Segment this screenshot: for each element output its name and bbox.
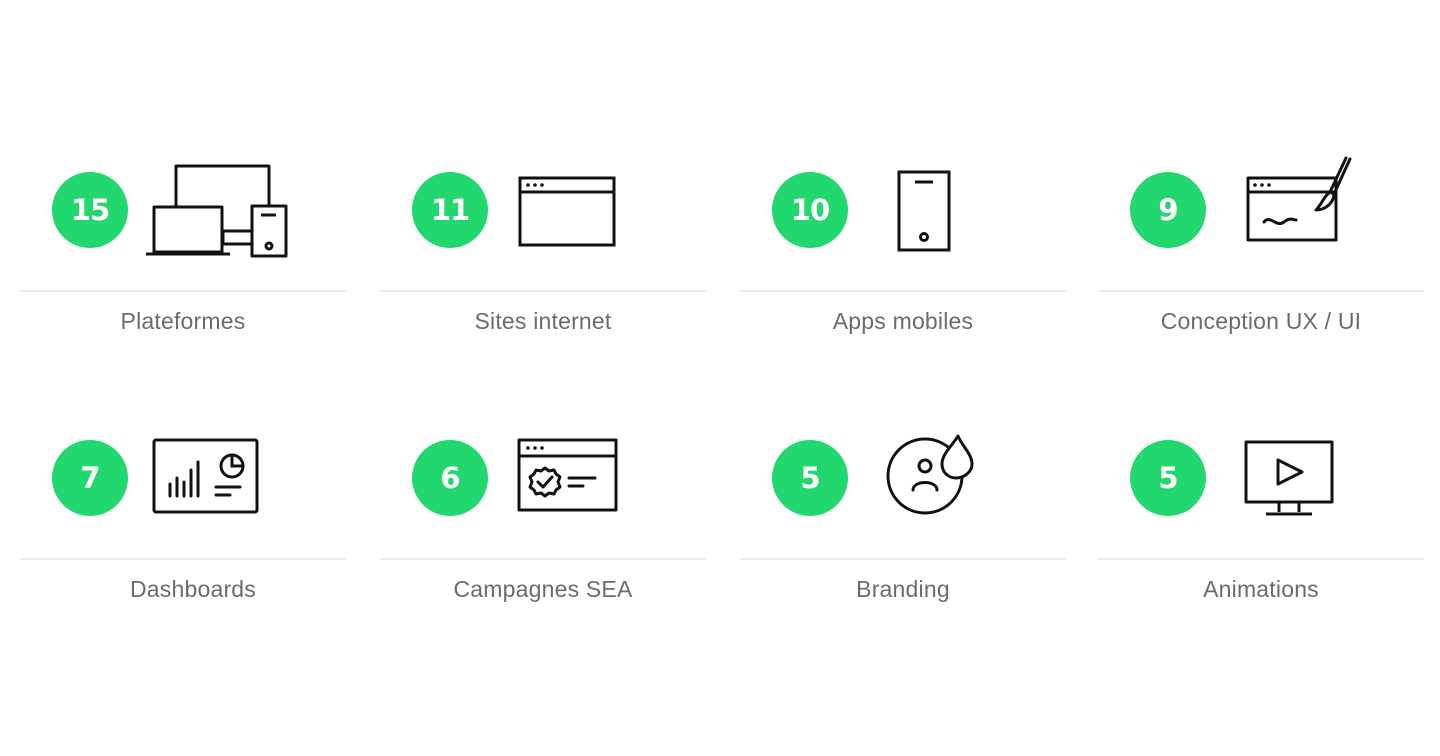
count-badge: 10 xyxy=(772,172,848,248)
browser-window-icon xyxy=(518,176,616,248)
count-badge: 9 xyxy=(1130,172,1206,248)
stat-card-campagnes-sea: 6 Campagnes SEA xyxy=(380,422,706,612)
card-label: Plateformes xyxy=(120,308,246,334)
dashboard-chart-icon xyxy=(152,438,260,514)
stat-card-apps-mobiles: 10 Apps mobiles xyxy=(740,154,1066,344)
badge-window-icon xyxy=(517,438,619,512)
card-label: Sites internet xyxy=(474,308,612,334)
divider xyxy=(380,290,706,292)
divider xyxy=(1098,558,1424,560)
card-label: Conception UX / UI xyxy=(1160,308,1362,334)
video-play-monitor-icon xyxy=(1244,440,1336,518)
card-label: Branding xyxy=(856,576,950,602)
divider xyxy=(380,558,706,560)
divider xyxy=(740,558,1066,560)
stat-card-branding: 5 Branding xyxy=(740,422,1066,612)
count-badge: 15 xyxy=(52,172,128,248)
smartphone-icon xyxy=(896,170,952,254)
divider xyxy=(20,290,346,292)
count-badge: 5 xyxy=(772,440,848,516)
design-brush-window-icon xyxy=(1246,156,1356,246)
card-label: Animations xyxy=(1203,576,1319,602)
multi-device-icon xyxy=(144,162,294,262)
count-badge: 5 xyxy=(1130,440,1206,516)
count-badge: 7 xyxy=(52,440,128,516)
stat-card-dashboards: 7 Dashboards xyxy=(20,422,346,612)
divider xyxy=(740,290,1066,292)
stat-card-conception-ux-ui: 9 Conception UX / UI xyxy=(1098,154,1424,344)
stat-card-sites-internet: 11 Sites internet xyxy=(380,154,706,344)
stat-card-animations: 5 Animations xyxy=(1098,422,1424,612)
card-label: Campagnes SEA xyxy=(453,576,633,602)
count-badge: 6 xyxy=(412,440,488,516)
stat-card-plateformes: 15 Plateformes xyxy=(20,154,346,344)
divider xyxy=(20,558,346,560)
count-badge: 11 xyxy=(412,172,488,248)
card-label: Dashboards xyxy=(129,576,257,602)
card-label: Apps mobiles xyxy=(832,308,974,334)
user-drop-icon xyxy=(886,432,978,518)
divider xyxy=(1098,290,1424,292)
